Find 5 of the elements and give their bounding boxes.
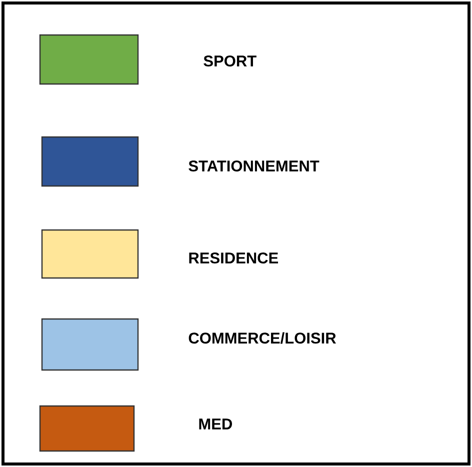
legend-label: MED: [199, 418, 232, 430]
legend-label: STATIONNEMENT: [188, 160, 320, 172]
legend-label: COMMERCE/LOISIR: [188, 332, 336, 344]
legend-label: RESIDENCE: [189, 252, 278, 264]
legend-label: SPORT: [204, 56, 256, 66]
